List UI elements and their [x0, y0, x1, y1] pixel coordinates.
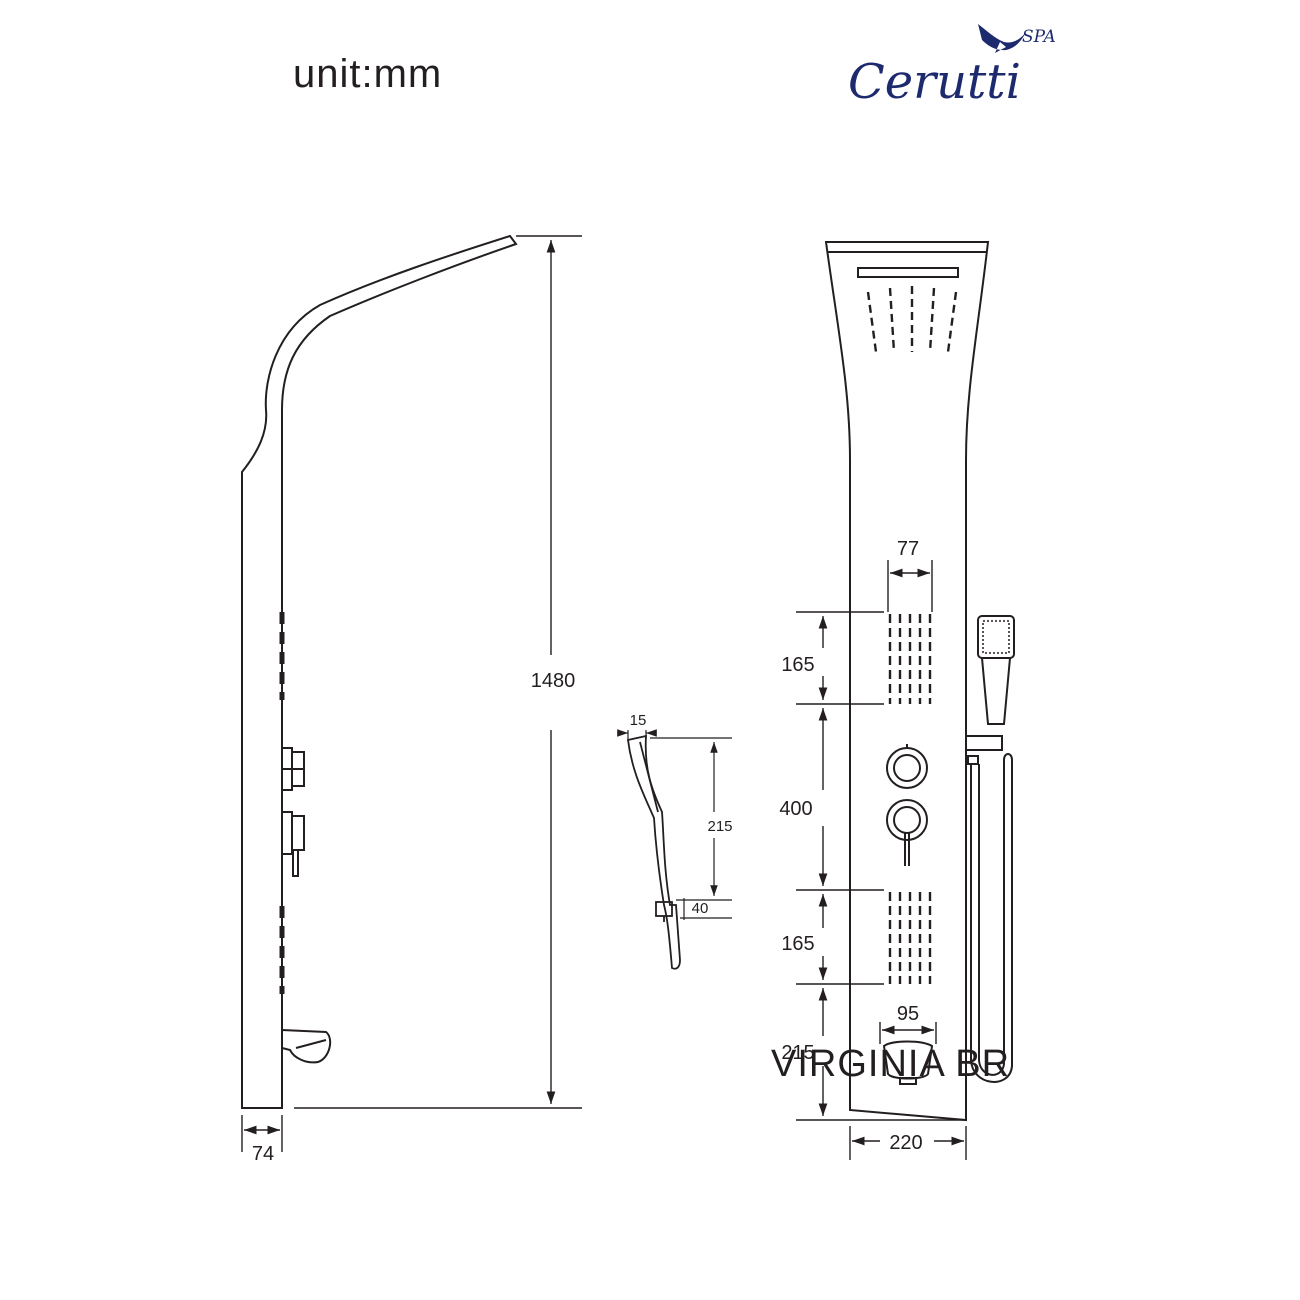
front-dimensions: 77 165 400 165 215 95 220 [779, 538, 967, 1160]
hand-shower-bracket [965, 735, 1003, 751]
hand-shower-outline [627, 734, 681, 970]
hand-shower-length-value: 215 [707, 818, 732, 835]
hand-shower-dimensions: 15 215 40 [617, 712, 733, 920]
front-jets-upper [888, 614, 932, 704]
rain-shower-nozzles [866, 286, 958, 353]
tub-spout [882, 1040, 934, 1080]
dolphin-icon [978, 24, 1026, 53]
side-diverter-knob [281, 811, 293, 855]
controls-height-value: 400 [779, 798, 812, 820]
side-height-dimension: 1480 [294, 235, 582, 1109]
hand-shower-thickness-value: 15 [630, 712, 647, 729]
unit-label: unit:mm [293, 52, 443, 96]
panel-width-value: 220 [889, 1132, 922, 1154]
front-view [824, 241, 1015, 1122]
spout-zone-height-value: 215 [781, 1042, 814, 1064]
brand-logo: Cerutti SPA [848, 24, 1056, 110]
rain-shower-slot [857, 267, 959, 278]
front-panel-outline [824, 241, 990, 1122]
front-jets-lower [888, 892, 932, 984]
hand-shower-front [965, 615, 1015, 1083]
hand-shower-detail [627, 734, 681, 970]
lower-jets-height-value: 165 [781, 933, 814, 955]
diverter-knob [886, 799, 928, 841]
upper-jets-height-value: 165 [781, 654, 814, 676]
side-depth-dimension: 74 [241, 1115, 283, 1165]
model-name: VIRGINIA BR [771, 1043, 1011, 1085]
side-spout [281, 1028, 332, 1064]
jets-width-value: 77 [897, 538, 919, 560]
brand-logo-text: Cerutti [848, 54, 1021, 110]
brand-logo-suffix: SPA [1022, 27, 1056, 47]
side-depth-value: 74 [252, 1143, 274, 1165]
hand-shower-holder-value: 40 [692, 900, 709, 917]
side-height-value: 1480 [531, 670, 576, 692]
spout-width-value: 95 [897, 1003, 919, 1025]
shower-hose [970, 753, 1013, 1083]
side-panel-outline [241, 234, 518, 1109]
side-view [241, 234, 518, 1109]
